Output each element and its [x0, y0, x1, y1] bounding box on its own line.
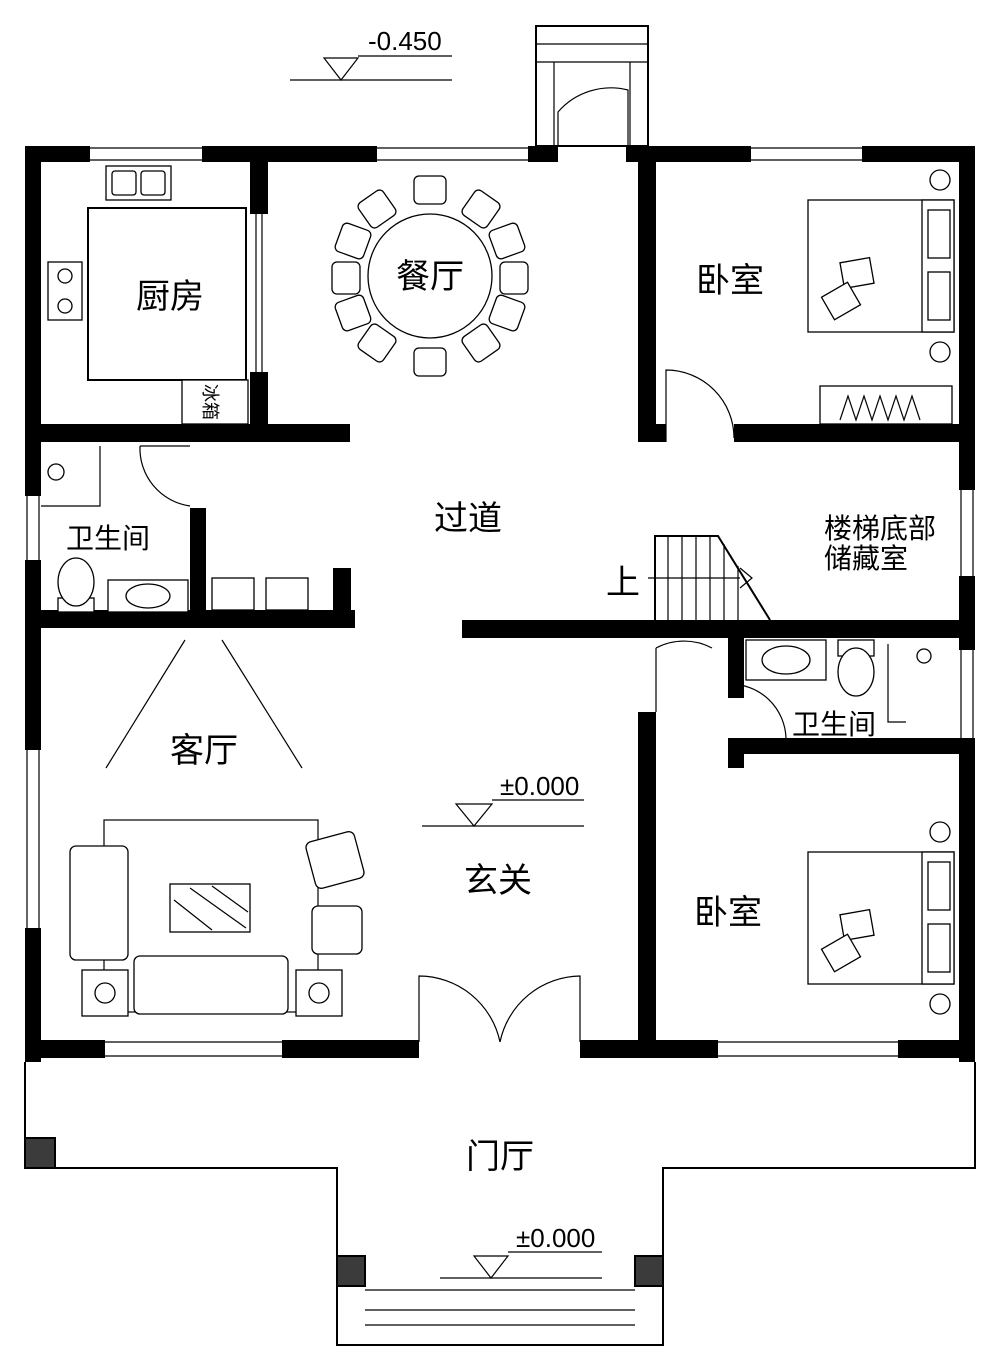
room-label-storage-line1: 楼梯底部 — [824, 513, 936, 544]
room-label-kitchen: 厨房 — [136, 278, 204, 316]
back-steps — [535, 25, 649, 147]
level-label-top: -0.450 — [368, 26, 442, 56]
stair-up-label: 上 — [606, 564, 640, 602]
dining-table — [331, 175, 529, 377]
column — [24, 1137, 56, 1169]
column — [634, 1255, 664, 1287]
room-label-corridor: 过道 — [434, 500, 502, 538]
staircase — [648, 535, 771, 621]
windows — [26, 147, 974, 1057]
living-furniture — [69, 639, 365, 1017]
room-label-bedroom-top: 卧室 — [696, 262, 764, 300]
left-bath-fixtures — [41, 446, 309, 613]
room-label-bathroom-right: 卫生间 — [792, 709, 876, 740]
kitchen-fixtures — [47, 165, 249, 425]
room-label-storage-line2: 储藏室 — [824, 543, 908, 574]
porch-outline — [24, 1062, 976, 1346]
room-label-foyer: 玄关 — [464, 862, 532, 900]
level-label-porch: ±0.000 — [516, 1223, 595, 1253]
level-label-living: ±0.000 — [500, 771, 579, 801]
room-label-dining: 餐厅 — [396, 258, 464, 296]
room-label-bathroom-left: 卫生间 — [66, 523, 150, 554]
top-bedroom-furniture — [807, 169, 955, 425]
level-markers — [290, 55, 602, 1279]
walls — [25, 146, 975, 1062]
fridge-label: 冰箱 — [200, 384, 220, 420]
bottom-bedroom-furniture — [807, 821, 955, 1015]
room-label-living: 客厅 — [170, 732, 238, 770]
room-label-bedroom-bottom: 卧室 — [694, 894, 762, 932]
doors — [139, 87, 787, 1043]
room-label-entrance-hall: 门厅 — [466, 1138, 534, 1176]
right-bath-fixtures — [745, 639, 932, 723]
column — [336, 1255, 366, 1287]
